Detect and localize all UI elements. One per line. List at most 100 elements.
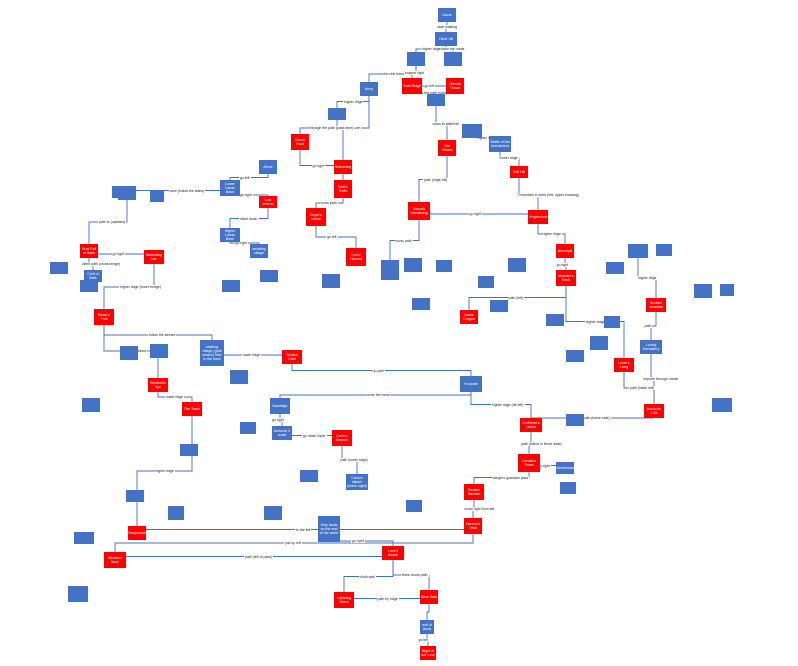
- empty-location-node: [604, 316, 620, 328]
- empty-location-node: [322, 274, 340, 288]
- edge-label: cross path: [394, 238, 413, 243]
- ending-node-n11: Doom Hold: [291, 134, 309, 150]
- location-node-n1: Alone: [438, 8, 456, 22]
- edge-label: lower ridge: [165, 395, 185, 399]
- empty-location-node: [656, 244, 672, 256]
- edge-label: go left: [423, 84, 436, 88]
- empty-location-node: [566, 350, 584, 362]
- edge-label: higher ridge: [637, 276, 658, 280]
- location-node-n38: stalking village (grab smash) tribe in t…: [200, 340, 224, 366]
- edge-label: mountain in sorts (left, upper crossing): [518, 192, 581, 197]
- empty-location-node: [150, 344, 168, 358]
- ending-node-n52: Broken Tanneth: [464, 484, 484, 500]
- empty-location-node: [606, 262, 624, 274]
- edge-label: down to waterfall: [431, 122, 460, 126]
- empty-location-node: [490, 300, 508, 312]
- location-node-n16: Battle of the Unmatched: [489, 136, 511, 152]
- empty-location-node: [168, 506, 184, 520]
- ending-node-n30: Wounding Isle: [144, 250, 164, 264]
- edge-label: explore through ocean: [642, 377, 680, 381]
- edge-label: climb down: [239, 216, 259, 221]
- edge-label: cross the path (right): [414, 91, 449, 95]
- edge-label: just up left: [284, 541, 302, 545]
- empty-location-node: [120, 346, 138, 360]
- ending-node-n21: Vassals Wandering: [408, 202, 430, 220]
- ending-node-n41: Windmill's Eye: [148, 378, 168, 392]
- ending-node-n59: Bear Wall: [420, 590, 438, 604]
- edge-label: go left: [417, 638, 430, 642]
- edge-label: path (ridge-bill): [423, 177, 449, 182]
- edge-label: go right: [468, 212, 483, 216]
- edge-label: up path: [371, 368, 386, 373]
- location-node-n18: Lower Lands Base: [220, 180, 240, 196]
- empty-location-node: [566, 414, 584, 426]
- edge-label: through the path (pass time): [308, 126, 355, 130]
- ending-node-n40: Lover's Lung: [614, 358, 634, 372]
- empty-location-node: [260, 270, 278, 282]
- ending-node-n28: Uncle Hazard: [346, 248, 366, 266]
- empty-location-node: [240, 422, 256, 434]
- empty-location-node: [694, 284, 712, 298]
- empty-location-node: [222, 280, 240, 292]
- empty-location-node: [546, 314, 564, 326]
- location-node-n24: [381, 260, 399, 280]
- empty-location-node: [230, 370, 248, 384]
- ending-node-n36: Broken Innocent: [646, 298, 666, 312]
- ending-node-n5: Gold Ridge: [402, 78, 422, 94]
- edge-label: go right: [234, 241, 249, 245]
- ending-node-n57: Love's Reach: [382, 546, 404, 560]
- location-node-n2: Clear hill: [435, 32, 457, 46]
- edge-n36-n37: [648, 305, 657, 348]
- ending-node-n50: Cerulia's Tower: [518, 454, 540, 472]
- ending-node-n19: Lost Inferno: [259, 196, 277, 208]
- edge-label: go left: [239, 175, 251, 180]
- edge-label: cross path: [319, 201, 338, 205]
- edge-label: go right: [537, 463, 551, 468]
- edge-label: higher ridge: [476, 135, 497, 140]
- empty-location-node: [80, 280, 98, 292]
- edge-label: go right: [271, 417, 285, 422]
- empty-location-node: [720, 284, 734, 296]
- ending-node-n61: Night of our Love: [420, 646, 436, 660]
- location-node-n26: Higher Lands Base: [220, 228, 240, 242]
- location-node-n4: [444, 52, 462, 66]
- edge-label: go right: [311, 163, 326, 168]
- edge-label: go down lower: [302, 433, 327, 438]
- edge-label: go left: [326, 235, 338, 239]
- location-node-n7: Army: [360, 82, 378, 96]
- empty-location-node: [412, 298, 430, 310]
- empty-location-node: [404, 258, 422, 272]
- edge-label: explore right: [404, 70, 426, 75]
- empty-location-node: [508, 258, 526, 272]
- empty-location-node: [126, 490, 144, 502]
- ending-node-n29: Drak Fell of Baits: [80, 244, 98, 258]
- edge-label: higher ridge (far left): [491, 402, 525, 407]
- empty-location-node: [436, 260, 452, 272]
- edge-label: to the left: [295, 527, 312, 532]
- ending-node-n14: Swimming: [334, 160, 352, 174]
- edge-label: go right: [351, 539, 365, 543]
- empty-location-node: [300, 470, 318, 482]
- edge-label: path (lower ridge): [339, 458, 369, 462]
- edge-n59-n60: [424, 597, 430, 628]
- ending-node-n54: Darrow's Stall: [464, 518, 482, 534]
- edge-label: go right: [111, 252, 126, 256]
- empty-location-node: [150, 190, 164, 202]
- empty-location-node: [180, 444, 198, 456]
- location-node-n10: [462, 124, 482, 138]
- empty-location-node: [590, 336, 608, 350]
- ending-node-n32: Moonspit: [556, 244, 574, 258]
- edge-label: lower ridge: [499, 156, 519, 160]
- ending-node-n53: Dragonspit: [128, 526, 146, 540]
- ending-node-n47: Cavern Breech: [332, 430, 352, 446]
- edge-label: path: [643, 324, 653, 328]
- edge-label: three doors path: [401, 573, 429, 577]
- ending-node-n20: Angel's shrine: [306, 208, 326, 226]
- ending-node-n6: Glenda Throat: [446, 78, 464, 94]
- edge-label: start walking: [436, 25, 458, 29]
- edge-label: go right: [555, 262, 570, 267]
- edge-label: cross the bend: [365, 393, 391, 397]
- empty-location-node: [68, 586, 88, 602]
- edge-label: down the roads: [439, 47, 466, 51]
- edge-label: climb path (cross bridge): [81, 261, 122, 266]
